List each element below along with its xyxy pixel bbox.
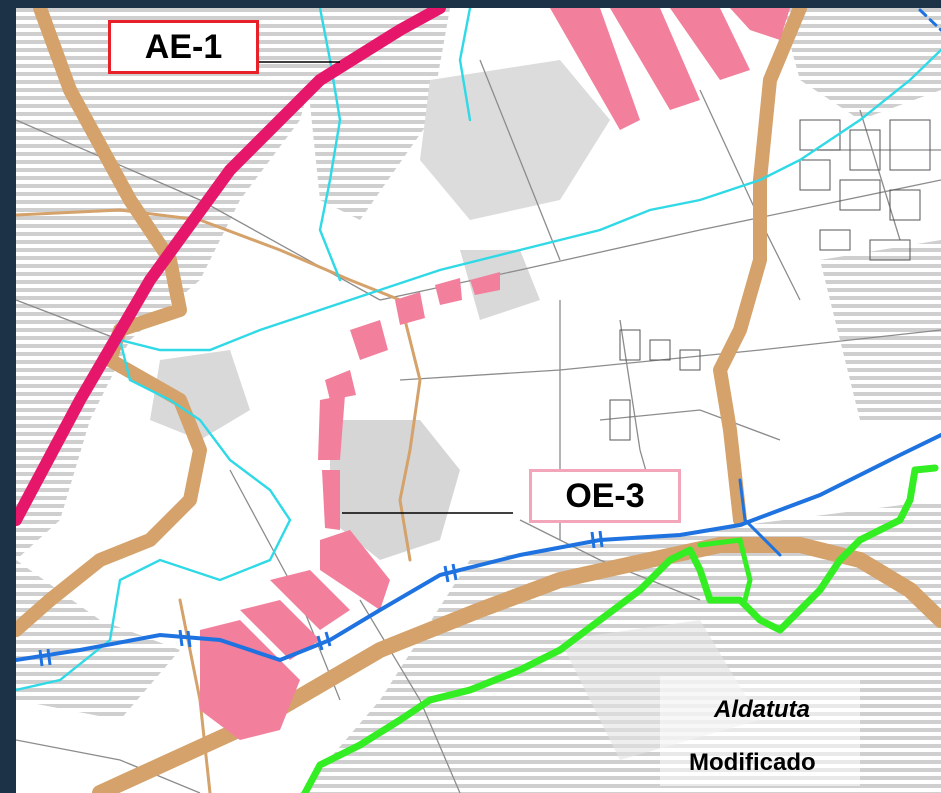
map-drawing <box>16 8 941 793</box>
map-canvas[interactable]: AE-1 OE-3 Aldatuta Modificado <box>16 8 941 793</box>
green-route <box>301 464 939 793</box>
ae1-label: AE-1 <box>108 20 259 74</box>
urban-area <box>609 119 931 441</box>
pink-affected-zones <box>200 8 790 740</box>
river <box>16 8 941 692</box>
ae1-highway <box>16 8 446 526</box>
brown-major-roads <box>16 8 941 793</box>
status-label-basque: Aldatuta <box>714 696 810 723</box>
gray-built-areas <box>150 60 610 560</box>
oe3-label: OE-3 <box>529 469 681 523</box>
railway-ticks <box>38 530 604 667</box>
status-label-spanish: Modificado <box>689 749 816 776</box>
green-route-branch <box>697 537 753 603</box>
status-text-backdrop <box>660 676 860 786</box>
